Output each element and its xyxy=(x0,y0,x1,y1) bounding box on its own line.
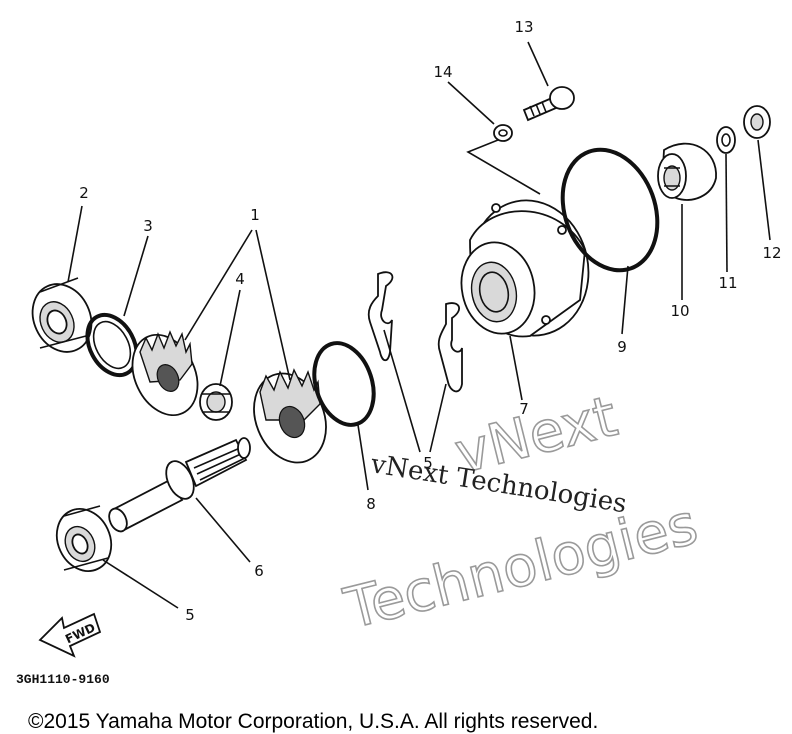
copyright-notice: ©2015 Yamaha Motor Corporation, U.S.A. A… xyxy=(28,710,598,733)
watermark-large-line-2: Technologies xyxy=(338,492,704,642)
callout-3: 3 xyxy=(143,217,153,235)
part-11-washer xyxy=(716,126,736,154)
callout-5: 5 xyxy=(185,606,195,624)
part-code: 3GH1110-9160 xyxy=(16,672,110,687)
leader-lines xyxy=(67,41,771,609)
part-2-bearing xyxy=(31,277,93,353)
part-14-washer xyxy=(466,124,541,195)
callout-5-clips: 5 xyxy=(423,454,433,472)
callout-6: 6 xyxy=(254,562,264,580)
callout-10: 10 xyxy=(670,302,689,320)
callout-labels: 1 2 3 4 5 5 6 7 8 9 10 11 12 13 14 xyxy=(79,18,781,624)
part-1-bevel-gear-left xyxy=(131,330,199,417)
part-5-clips xyxy=(367,271,463,393)
callout-8: 8 xyxy=(366,495,376,513)
part-3-shim-ring xyxy=(85,312,139,378)
callout-12: 12 xyxy=(762,244,781,262)
part-9-large-o-ring xyxy=(560,147,660,273)
callout-2: 2 xyxy=(79,184,89,202)
part-7-housing xyxy=(460,199,590,338)
watermark: vNext Technologies xyxy=(337,383,704,643)
callout-7: 7 xyxy=(519,400,529,418)
callout-4: 4 xyxy=(235,270,245,288)
callout-1: 1 xyxy=(250,206,260,224)
part-1-bevel-gear-right xyxy=(253,368,327,464)
callout-14: 14 xyxy=(433,63,452,81)
part-10-coupling xyxy=(657,142,717,201)
callout-11: 11 xyxy=(718,274,737,292)
callout-9: 9 xyxy=(617,338,627,356)
part-12-nut xyxy=(743,105,771,139)
part-5-bearing xyxy=(55,505,113,572)
part-13-bolt xyxy=(522,86,575,122)
part-4-nut xyxy=(199,383,233,421)
callout-13: 13 xyxy=(514,18,533,36)
fwd-arrow-marker: FWD xyxy=(38,612,102,658)
part-6-shaft xyxy=(108,437,251,533)
part-8-o-ring xyxy=(312,341,376,427)
